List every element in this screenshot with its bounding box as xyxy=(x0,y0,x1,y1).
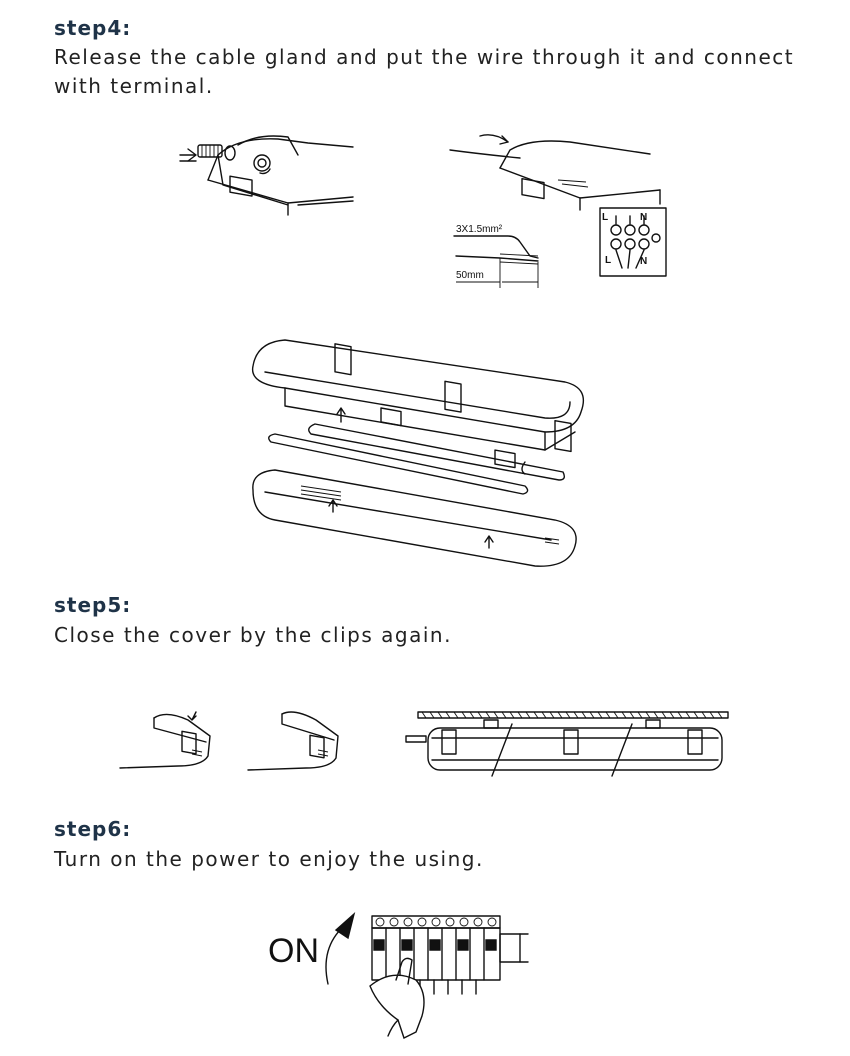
clip-closing-illustration-1 xyxy=(118,706,218,776)
cable-gland-illustration xyxy=(178,125,358,215)
on-label: ON xyxy=(268,932,319,970)
terminal-n-bottom: N xyxy=(640,256,647,267)
terminal-n-top: N xyxy=(640,212,647,223)
step4-instruction: Release the cable gland and put the wire… xyxy=(54,45,795,98)
cable-spec-label: 3X1.5mm² xyxy=(456,224,503,235)
terminal-l-bottom: L xyxy=(605,255,611,266)
breaker-switch-illustration: ON xyxy=(268,908,528,1038)
step5-title: step5: xyxy=(54,593,132,617)
strip-length-label: 50mm xyxy=(456,270,484,281)
terminal-l-top: L xyxy=(602,212,608,223)
step6-title: step6: xyxy=(54,817,132,841)
mounted-fixture-illustration xyxy=(402,710,732,782)
step5-instruction: Close the cover by the clips again. xyxy=(54,623,452,647)
step6-instruction: Turn on the power to enjoy the using. xyxy=(54,847,484,871)
exploded-fixture-illustration xyxy=(245,322,590,574)
wiring-illustration: L N L N 3X1.5mm² 50mm xyxy=(450,128,680,288)
step4-title: step4: xyxy=(54,16,132,40)
clip-closing-illustration-2 xyxy=(246,710,346,780)
